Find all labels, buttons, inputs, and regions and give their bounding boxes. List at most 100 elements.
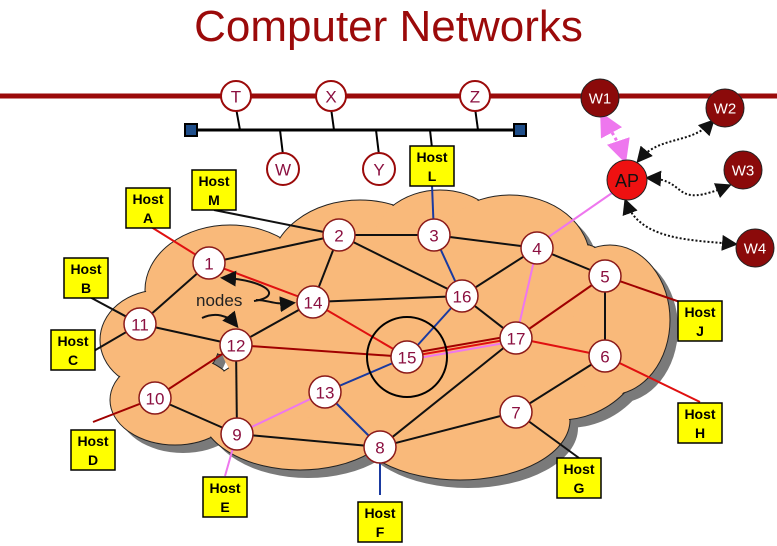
node-label: 17: [507, 330, 526, 349]
router-node-9[interactable]: 9: [220, 417, 254, 451]
page-title: Computer Networks: [194, 2, 583, 51]
host-label: Host: [209, 480, 240, 496]
station-y[interactable]: Y: [362, 152, 396, 186]
host-label: Host: [416, 149, 447, 165]
link-8-17-black: [379, 337, 517, 448]
host-id: G: [574, 480, 585, 496]
host-link-h: [604, 355, 701, 403]
wireless-station-w2[interactable]: W2: [705, 88, 745, 128]
annotation-arrow-1: [220, 270, 270, 302]
router-node-5[interactable]: 5: [588, 259, 622, 293]
station-t[interactable]: T: [220, 80, 252, 112]
host-box: [357, 501, 403, 543]
node-circle: [390, 340, 424, 374]
router-node-15[interactable]: 15: [390, 340, 424, 374]
host-label: Host: [70, 261, 101, 277]
annotation-arrow-3: [201, 310, 239, 329]
bus-stations-layer: T X Z W Y: [220, 80, 491, 186]
node-circle: [445, 279, 479, 313]
host-id: L: [428, 168, 437, 184]
bus-terminator-right: [513, 123, 527, 137]
wireless-link-w4: [622, 198, 738, 251]
link-17-5-darkred: [515, 275, 606, 339]
node-label: 10: [146, 390, 165, 409]
router-node-12[interactable]: 12: [219, 328, 253, 362]
annotation-arrow-2: [255, 296, 296, 313]
node-label: 12: [227, 337, 246, 356]
node-label: 11: [131, 316, 149, 335]
host-box: [409, 145, 455, 187]
host-label: Host: [132, 191, 163, 207]
router-node-7[interactable]: 7: [499, 395, 533, 429]
host-id: B: [81, 280, 91, 296]
router-node-10[interactable]: 10: [138, 381, 172, 415]
router-node-17[interactable]: 17: [499, 321, 533, 355]
node-circle: [220, 417, 254, 451]
wireless-station-w1[interactable]: W1: [580, 78, 620, 118]
host-box: [556, 457, 602, 499]
node-circle: [417, 218, 451, 252]
node-label: 5: [600, 268, 609, 287]
node-circle: [219, 328, 253, 362]
host-box: [677, 300, 723, 342]
router-node-1[interactable]: 1: [192, 246, 226, 280]
router-node-11[interactable]: 11: [123, 307, 157, 341]
router-node-2[interactable]: 2: [322, 218, 356, 252]
wireless-link-w1: [600, 111, 630, 164]
host-label: Host: [57, 333, 88, 349]
host-box: [63, 257, 109, 299]
access-point[interactable]: AP: [606, 159, 648, 201]
bus-terminator-left: [184, 123, 198, 137]
router-node-6[interactable]: 6: [588, 339, 622, 373]
host-box: [677, 402, 723, 444]
node-label: 1: [204, 255, 213, 274]
host-id: F: [376, 524, 385, 540]
wireless-link-w2: [636, 119, 715, 164]
station-w[interactable]: W: [266, 152, 300, 186]
wireless-station-w4[interactable]: W4: [735, 228, 775, 268]
router-node-16[interactable]: 16: [445, 279, 479, 313]
node-label: 2: [334, 227, 343, 246]
node-label: 9: [232, 426, 241, 445]
node-label: 16: [453, 288, 472, 307]
ap-uplink: [536, 192, 613, 246]
station-z[interactable]: Z: [459, 80, 491, 112]
host-box: [70, 429, 116, 471]
station-x[interactable]: X: [315, 80, 347, 112]
host-box: [202, 476, 248, 518]
node-label: 6: [600, 348, 609, 367]
wireless-label: W2: [714, 101, 737, 118]
router-node-14[interactable]: 14: [296, 285, 330, 319]
router-node-8[interactable]: 8: [363, 430, 397, 464]
node-circle: [296, 285, 330, 319]
link-9-8-black: [236, 433, 381, 448]
router-node-4[interactable]: 4: [520, 231, 554, 265]
node-circle: [138, 381, 172, 415]
node-circle: [192, 246, 226, 280]
link-1-14-red: [208, 262, 314, 303]
host-label: Host: [684, 304, 715, 320]
station-label: Y: [373, 161, 384, 180]
node-label: 13: [316, 384, 335, 403]
link-15-17-red: [406, 337, 517, 358]
router-node-13[interactable]: 13: [308, 375, 342, 409]
router-node-3[interactable]: 3: [417, 218, 451, 252]
station-label: W: [275, 161, 291, 180]
wireless-station-w3[interactable]: W3: [723, 150, 763, 190]
link-15-17-darkred: [406, 334, 517, 355]
node-circle: [588, 339, 622, 373]
